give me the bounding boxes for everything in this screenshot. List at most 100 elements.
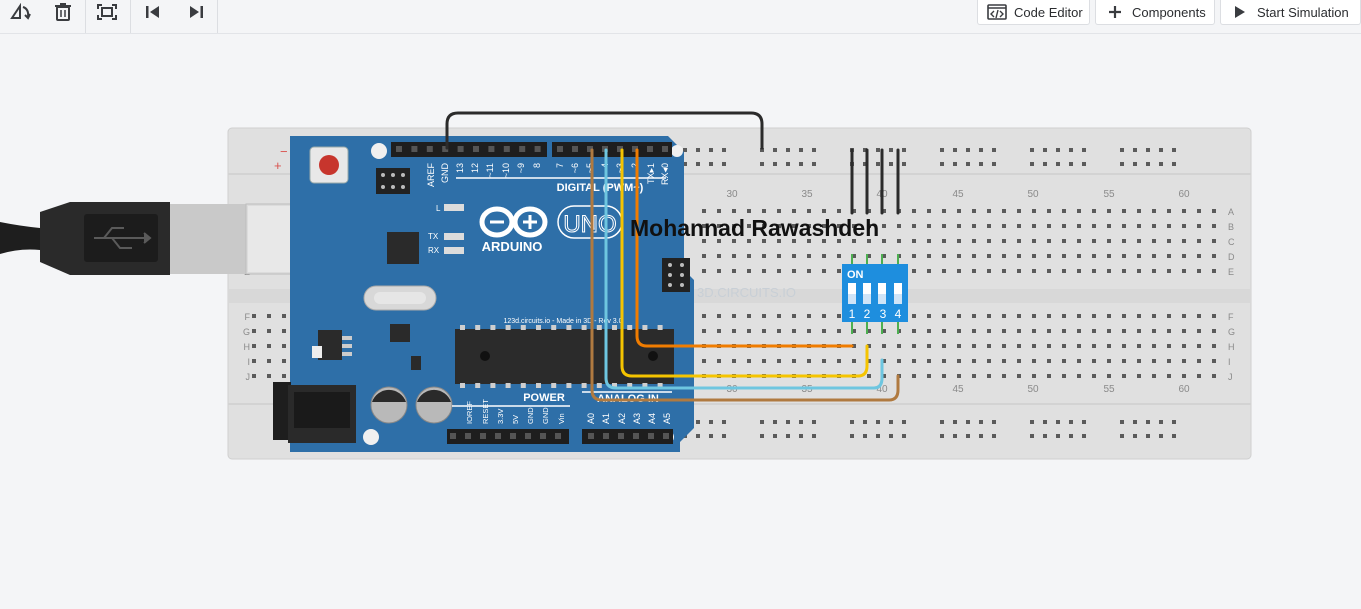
pin-label: ~6: [570, 163, 580, 173]
pin-label: 8: [532, 163, 542, 168]
pin-label: AREF: [426, 163, 436, 188]
toolbar-separator: [85, 0, 86, 33]
dip-switch-4[interactable]: [894, 283, 902, 304]
row-letter: E: [1228, 267, 1234, 277]
column-number: 60: [1178, 189, 1190, 200]
wire-gnd[interactable]: [445, 111, 764, 150]
row-letter: I: [247, 357, 250, 367]
pin-label: ~10: [501, 163, 511, 178]
fit-to-view-icon: [97, 4, 117, 20]
row-letter: C: [1228, 237, 1235, 247]
start-simulation-button[interactable]: Start Simulation: [1220, 0, 1361, 25]
pin-label: RESET: [481, 399, 490, 424]
wire-dip-rail[interactable]: [850, 148, 900, 215]
pin-label: ~11: [485, 163, 495, 178]
pin-label: Vin: [557, 413, 566, 424]
row-letter: G: [1228, 327, 1235, 337]
rotate-button[interactable]: [6, 0, 36, 24]
column-number: 45: [952, 384, 964, 395]
pin-label: A0: [586, 413, 596, 424]
pin-label: ~3: [615, 163, 625, 173]
usb-icon: [94, 227, 152, 249]
toolbar-separator: [130, 0, 131, 33]
dip-on-label: ON: [847, 269, 864, 281]
arduino-brand: ARDUINO: [482, 239, 543, 254]
column-number: 40: [876, 384, 888, 395]
wire-orange[interactable]: [635, 148, 854, 348]
plus-icon: [1104, 1, 1126, 23]
row-letter: F: [1228, 312, 1234, 322]
previous-button[interactable]: [138, 0, 168, 24]
rail-minus: −: [280, 144, 288, 159]
pin-label: A5: [662, 413, 672, 424]
column-number: 45: [952, 189, 964, 200]
pin-label: ~9: [516, 163, 526, 173]
column-number: 50: [1027, 189, 1039, 200]
rotate-icon: [10, 3, 31, 20]
pin-label: A4: [647, 413, 657, 424]
arduino-logo: [479, 206, 548, 238]
trash-icon: [55, 3, 71, 21]
wire-brown[interactable]: [590, 148, 900, 402]
led-l-label: L: [436, 204, 441, 213]
components-button[interactable]: Components: [1095, 0, 1215, 25]
row-letter: H: [244, 342, 251, 352]
dip-switch-2[interactable]: [863, 283, 871, 304]
code-editor-button[interactable]: Code Editor: [977, 0, 1090, 25]
pin-label: A2: [617, 413, 627, 424]
dip-switch-3[interactable]: [878, 283, 886, 304]
skip-back-icon: [146, 6, 159, 18]
power-label: POWER: [523, 392, 565, 404]
column-number: 50: [1027, 384, 1039, 395]
next-button[interactable]: [181, 0, 211, 24]
rail-plus: +: [274, 158, 282, 173]
led-rx-label: RX: [428, 246, 440, 255]
row-letter: D: [1228, 252, 1235, 262]
pin-label: 2: [630, 163, 640, 168]
column-number: 35: [801, 189, 813, 200]
pin-label: GND: [526, 407, 535, 424]
pin-label: GND: [440, 163, 450, 184]
dip-number-4: 4: [895, 307, 902, 321]
wire-yellow[interactable]: [620, 148, 869, 378]
wire-cyan[interactable]: [604, 148, 884, 390]
dip-number-2: 2: [864, 307, 871, 321]
pin-label: TX▸1: [646, 163, 656, 184]
uno-model: UNO: [563, 211, 616, 238]
row-letter: F: [245, 312, 251, 322]
pin-label: 3.3V: [496, 409, 505, 424]
pin-label: A1: [601, 413, 611, 424]
wires[interactable]: [445, 111, 900, 402]
dip-number-3: 3: [880, 307, 887, 321]
delete-button[interactable]: [48, 0, 78, 24]
board-revision-text: 123d.circuits.io - Made in 3D - Rev 3.0: [503, 318, 622, 325]
row-letter: G: [243, 327, 250, 337]
pin-label: IOREF: [465, 401, 474, 424]
pin-label: 5V: [511, 415, 520, 424]
fit-to-view-button[interactable]: [92, 0, 122, 24]
pin-label: A3: [632, 413, 642, 424]
watermark: 3D.CIRCUITS.IO: [697, 285, 796, 300]
code-editor-label: Code Editor: [1014, 4, 1083, 20]
row-letter: J: [1228, 372, 1233, 382]
led-tx-label: TX: [428, 232, 439, 241]
pin-label: 13: [455, 163, 465, 173]
row-letter: B: [1228, 222, 1234, 232]
row-letter: H: [1228, 342, 1235, 352]
code-editor-icon: [986, 1, 1008, 23]
skip-forward-icon: [190, 6, 203, 18]
digital-pwm-label: DIGITAL (PWM~): [557, 182, 644, 194]
pin-label: 12: [470, 163, 480, 173]
row-letter: A: [1228, 207, 1234, 217]
dip-number-1: 1: [849, 307, 856, 321]
pin-label: 7: [555, 163, 565, 168]
reset-button[interactable]: [319, 155, 339, 175]
dip-switch[interactable]: ON 1 2 3 4: [842, 254, 908, 334]
column-number: 55: [1103, 384, 1115, 395]
dip-switch-1[interactable]: [848, 283, 856, 304]
column-number: 30: [726, 189, 738, 200]
